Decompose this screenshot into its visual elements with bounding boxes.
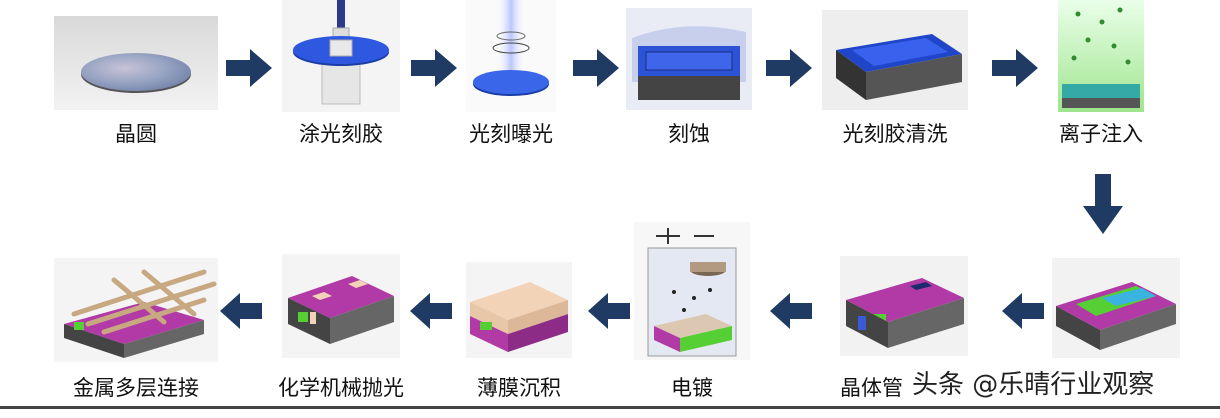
step-label-plating: 电镀 <box>671 376 713 400</box>
arrow-down <box>1083 174 1123 238</box>
metal-interconnect-image <box>54 258 218 362</box>
plating-image <box>634 222 750 360</box>
transistor-process-image <box>1052 258 1180 358</box>
step-label-thin-film: 薄膜沉积 <box>477 376 561 400</box>
thin-film-image <box>466 262 572 358</box>
arrow-left-1 <box>1002 293 1044 333</box>
watermark-text: 头条 @乐晴行业观察 <box>912 370 1155 400</box>
arrow-left-4 <box>410 293 452 333</box>
arrow-right-5 <box>992 49 1038 91</box>
wafer-image <box>54 16 218 110</box>
cmp-image <box>282 254 400 358</box>
step-label-ion-implant: 离子注入 <box>1059 122 1143 146</box>
step-label-wafer: 晶圆 <box>115 122 157 146</box>
arrow-right-1 <box>226 49 272 91</box>
step-label-metal-interconnect: 金属多层连接 <box>73 376 199 400</box>
etch-image <box>626 8 752 110</box>
bottom-divider <box>0 406 1220 409</box>
ion-implant-image <box>1058 0 1144 112</box>
step-label-exposure: 光刻曝光 <box>469 122 553 146</box>
step-label-etch: 刻蚀 <box>668 122 710 146</box>
arrow-left-2 <box>770 293 812 333</box>
step-label-transistor: 晶体管 <box>840 376 903 400</box>
arrow-right-3 <box>573 49 619 91</box>
photoresist-clean-image <box>822 10 968 110</box>
exposure-image <box>466 0 556 112</box>
coat-photoresist-image <box>282 0 400 112</box>
step-label-cmp: 化学机械抛光 <box>278 376 404 400</box>
arrow-left-5 <box>220 293 262 333</box>
step-label-coat-photoresist: 涂光刻胶 <box>299 122 383 146</box>
step-label-photoresist-clean: 光刻胶清洗 <box>842 122 948 146</box>
arrow-left-3 <box>588 293 630 333</box>
arrow-right-4 <box>766 49 812 91</box>
arrow-right-2 <box>411 49 457 91</box>
transistor-image <box>840 256 968 356</box>
